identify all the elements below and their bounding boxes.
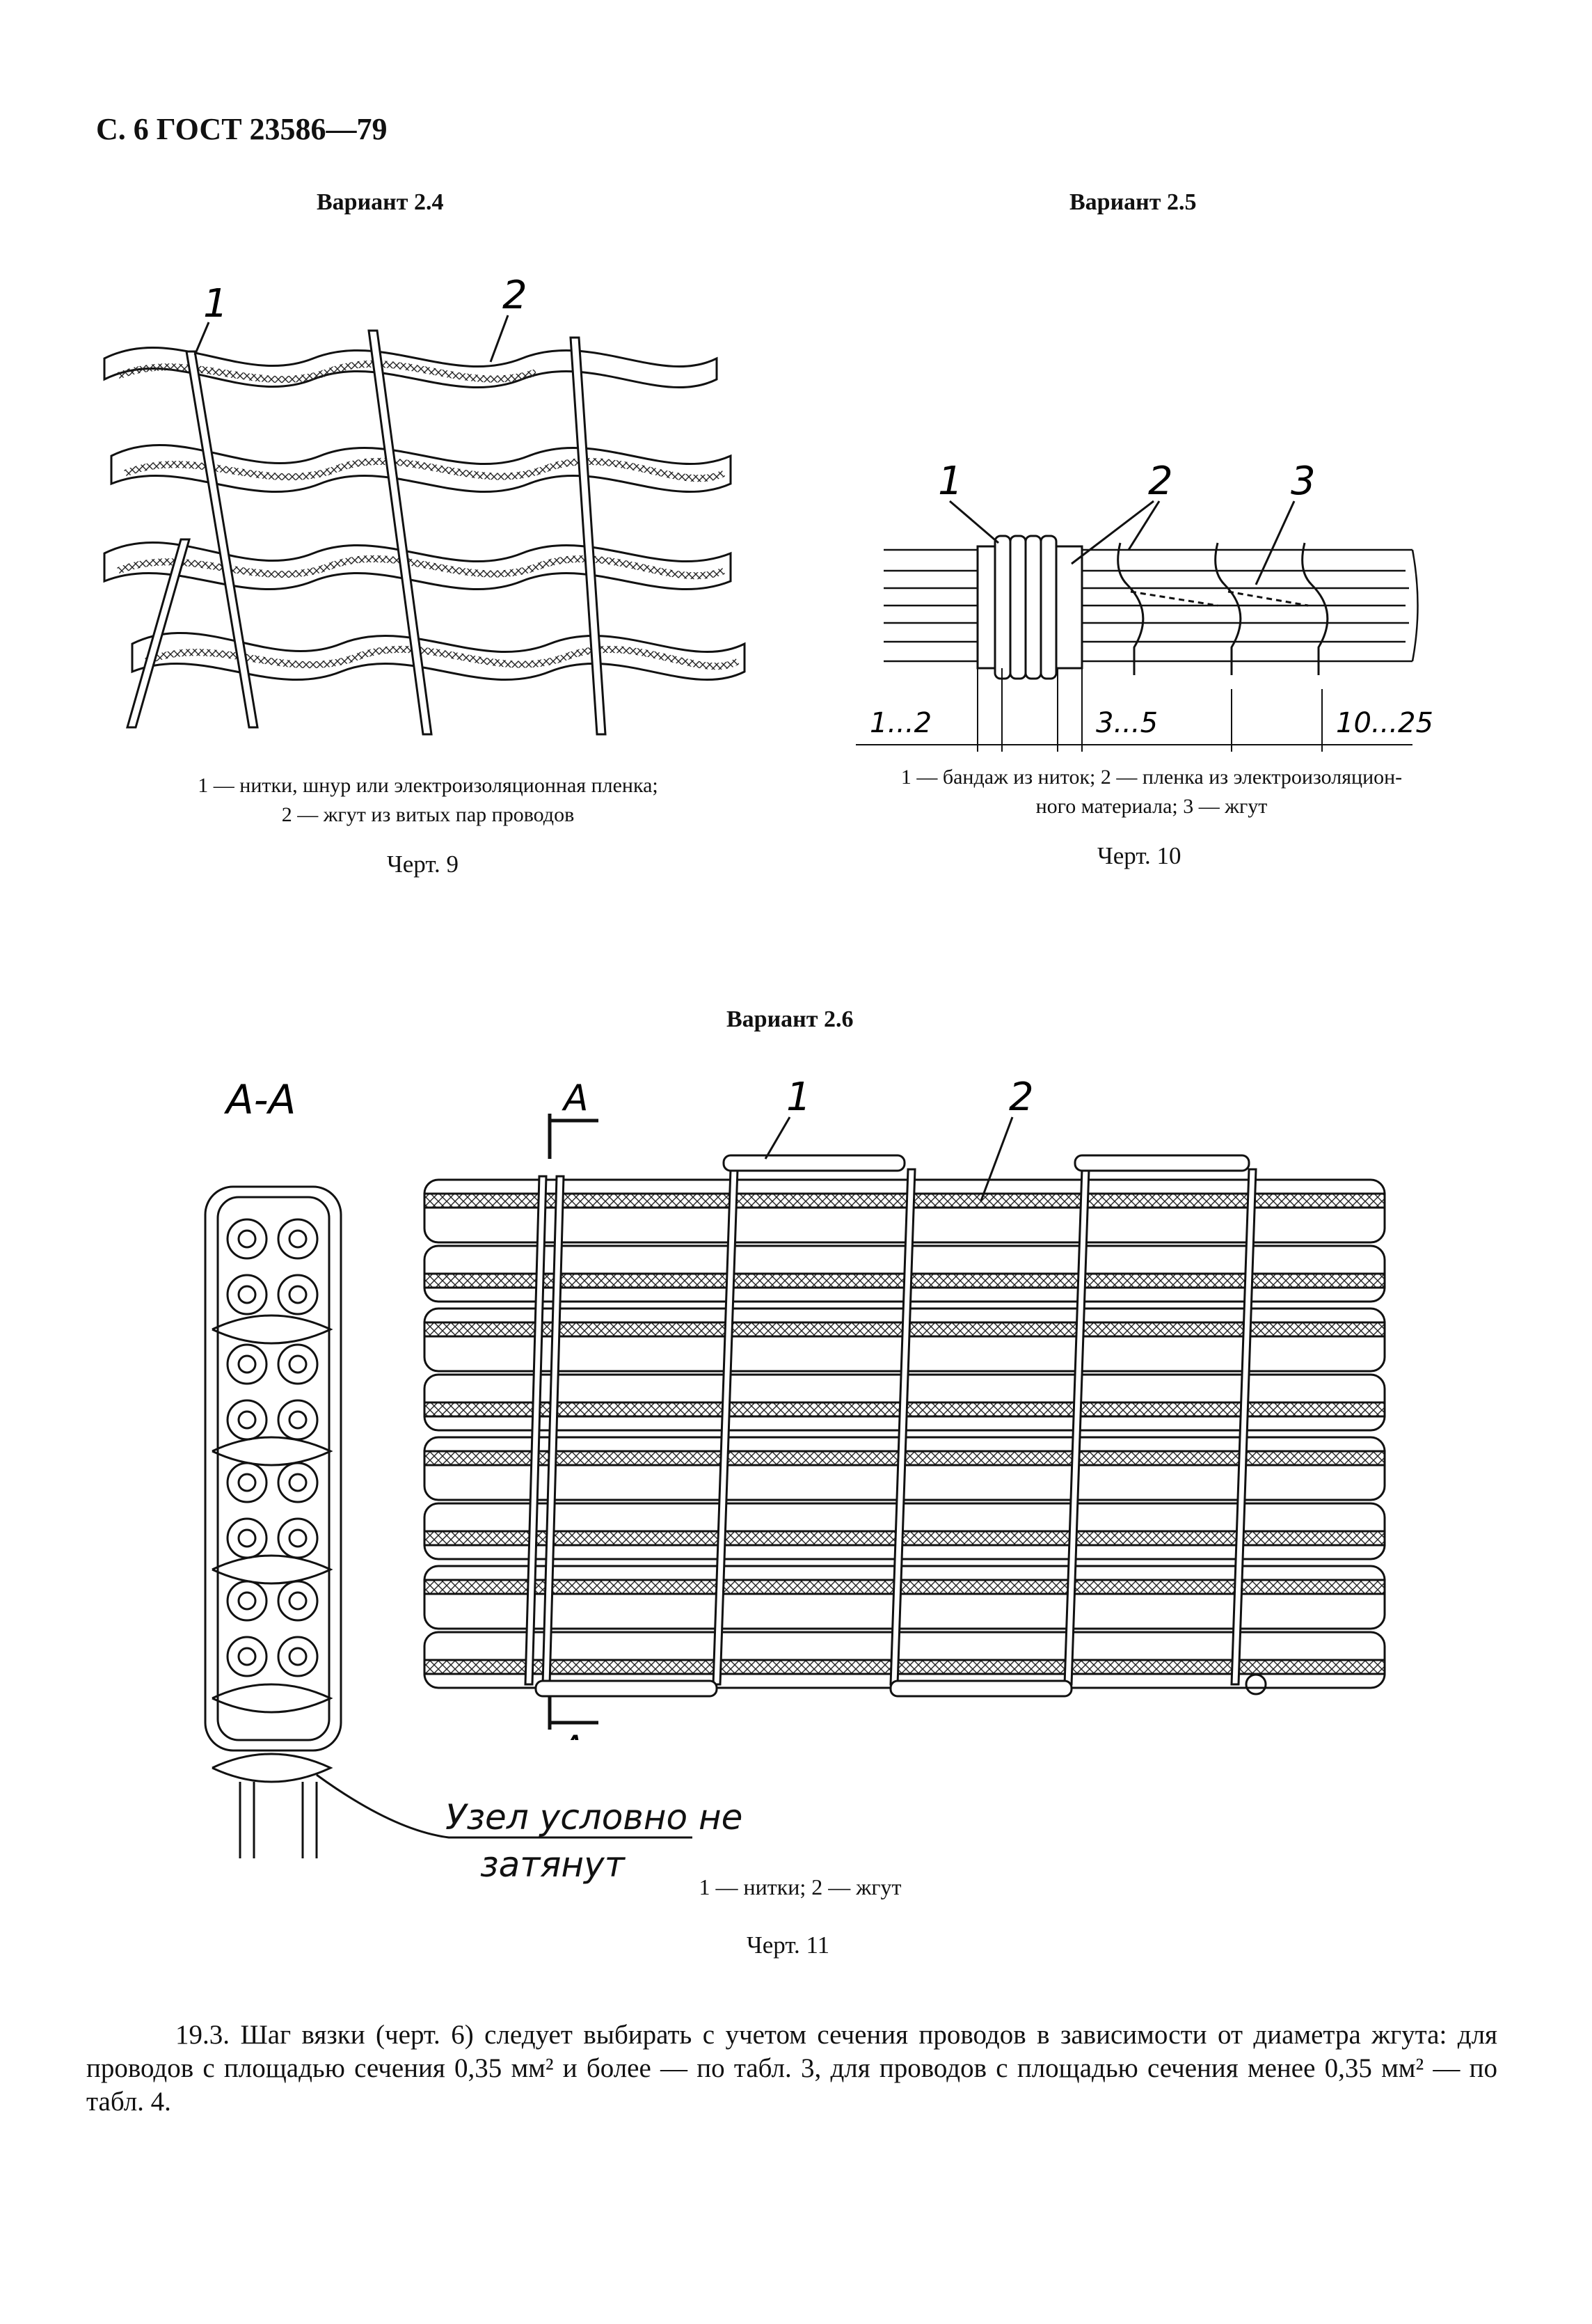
fig10-caption-line2: ного материала; 3 — жгут (1035, 795, 1268, 818)
body-paragraph: 19.3. Шаг вязки (черт. 6) следует выбира… (86, 2020, 1497, 2117)
fig11-section-title: А-А (223, 1076, 296, 1123)
fig10-dim-3: 10...25 (1336, 707, 1433, 739)
fig10-harness (884, 548, 1419, 663)
fig10-dim-2: 3...5 (1096, 707, 1158, 739)
fig11-section-drawing: А-А (204, 1076, 692, 1858)
fig9-label-2: 2 (502, 275, 527, 318)
fig9-threads (126, 329, 607, 736)
fig9-label-1: 1 (203, 281, 228, 326)
fig11-note-line2: затянут (480, 1844, 625, 1885)
fig11-main-drawing: А А 1 2 (423, 1075, 1386, 1740)
fig10-variant-title: Вариант 2.5 (1069, 189, 1197, 215)
fig10-bandage (994, 535, 1058, 680)
fig9-variant-title: Вариант 2.4 (317, 189, 444, 215)
fig10-label-1: 1 (938, 459, 963, 504)
fig11-label-1: 1 (786, 1075, 811, 1120)
fig9-chert: Черт. 9 (387, 851, 459, 878)
fig9-harness-rows (103, 347, 746, 681)
fig11-section-mark-top: А (562, 1077, 589, 1119)
fig10-caption-line1: 1 — бандаж из ниток; 2 — пленка из элект… (900, 766, 1403, 789)
fig10-label-2: 2 (1148, 459, 1173, 504)
fig10-wraps (1117, 542, 1329, 675)
fig9-caption-line1: 1 — нитки, шнур или электроизоляционная … (198, 774, 658, 797)
fig11-section-knots (212, 1314, 333, 1858)
fig11-variant-title: Вариант 2.6 (726, 1006, 854, 1032)
fig11-label-2: 2 (1009, 1075, 1034, 1120)
fig10-drawing: 1...2 3...5 10...25 1 2 3 (856, 459, 1433, 752)
fig11-threads (524, 1154, 1267, 1698)
fig10-dimensions (856, 668, 1412, 752)
fig10-caption: 1 — бандаж из ниток; 2 — пленка из элект… (818, 763, 1486, 821)
fig10-label-3: 3 (1291, 459, 1316, 504)
fig11-chert: Черт. 11 (747, 1931, 830, 1959)
page-header: С. 6 ГОСТ 23586—79 (96, 112, 388, 146)
fig11-section-wires (204, 1185, 342, 1752)
fig9-drawing: 1 2 (103, 275, 746, 736)
fig11-section-mark-bottom: А (558, 1728, 585, 1740)
fig11-note-line1: Узел условно не (445, 1797, 743, 1837)
fig10-dim-1: 1...2 (870, 707, 932, 739)
fig11-caption: 1 — нитки; 2 — жгут (699, 1874, 902, 1899)
fig9-caption: 1 — нитки, шнур или электроизоляционная … (104, 771, 751, 830)
fig10-chert: Черт. 10 (1097, 842, 1181, 869)
fig9-caption-line2: 2 — жгут из витых пар проводов (281, 803, 575, 826)
